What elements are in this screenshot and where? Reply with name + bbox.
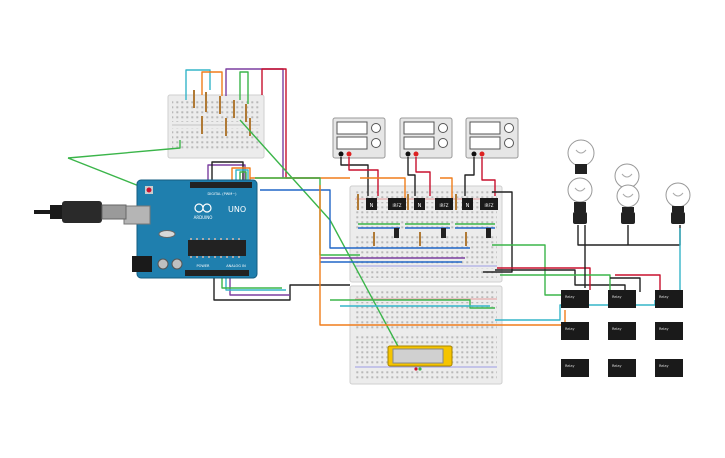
svg-text:Relay: Relay: [659, 295, 669, 299]
relay-9: Relay: [655, 359, 683, 377]
wire-black-bulbs: [577, 225, 681, 246]
wire-red-ps2: [415, 157, 431, 196]
svg-text:Relay: Relay: [612, 364, 622, 368]
wire-green-diagonal: [67, 140, 181, 159]
wire-black-bottom: [213, 275, 350, 301]
lcd-display[interactable]: [387, 345, 453, 371]
wire-red-relay: [497, 267, 591, 290]
wire-purple-top: [225, 68, 284, 178]
wire-black-ps2: [407, 157, 416, 196]
arduino-uno-board[interactable]: ARDUINO UNO DIGITAL (PWM~) POWER ANALOG …: [123, 179, 258, 279]
svg-text:Relay: Relay: [612, 327, 622, 331]
relay-3: Relay: [655, 290, 683, 308]
svg-text:IRFZ: IRFZ: [440, 203, 449, 208]
small-breadboard-resistors[interactable]: [193, 90, 251, 136]
light-bulb-4[interactable]: [616, 184, 640, 224]
wire-red-top: [261, 68, 320, 179]
relay-1: Relay: [561, 290, 589, 308]
wire-red-ps3: [481, 157, 496, 196]
relay-2: Relay: [608, 290, 636, 308]
svg-text:Relay: Relay: [565, 295, 575, 299]
arduino-brand-label: ARDUINO: [194, 215, 213, 220]
wire-orange-ps2: [440, 177, 453, 200]
wire-green-header: [239, 171, 247, 185]
svg-text:Relay: Relay: [612, 295, 622, 299]
wire-green-lower: [330, 299, 495, 309]
transistor-row[interactable]: N IRFZ N IRFZ N IRFZ: [366, 198, 498, 210]
diodes[interactable]: [394, 228, 491, 238]
svg-text:IRFZ: IRFZ: [485, 203, 494, 208]
wire-red-ps1: [348, 157, 379, 196]
wire-cyan-top: [185, 69, 211, 100]
arduino-power-label: POWER: [197, 264, 211, 268]
main-breadboard-resistors[interactable]: [357, 194, 467, 246]
svg-text:IRFZ: IRFZ: [393, 203, 402, 208]
wire-cyan-bottom: [225, 275, 286, 291]
svg-text:N: N: [370, 203, 374, 209]
svg-text:Relay: Relay: [659, 364, 669, 368]
light-bulb-1[interactable]: [567, 139, 595, 174]
relay-4: Relay: [561, 322, 589, 340]
wire-black-ps3: [464, 157, 475, 196]
wire-orange-top: [201, 71, 223, 96]
wire-black-header: [211, 161, 244, 185]
relay-5: Relay: [608, 322, 636, 340]
power-supply-1[interactable]: [332, 117, 386, 159]
wire-green-relay2: [500, 274, 611, 292]
arduino-digital-label: DIGITAL (PWM~): [207, 192, 237, 196]
arduino-logo-icon: [194, 203, 212, 213]
svg-text:Relay: Relay: [659, 327, 669, 331]
relay-6: Relay: [655, 322, 683, 340]
wire-red-relay4: [615, 274, 661, 290]
wire-cyan-header: [235, 169, 249, 185]
svg-text:Relay: Relay: [565, 364, 575, 368]
svg-text:Relay: Relay: [565, 327, 575, 331]
light-bulb-2[interactable]: [567, 177, 593, 224]
relay-7: Relay: [561, 359, 589, 377]
small-breadboard[interactable]: [167, 94, 265, 159]
wire-purple-header: [207, 164, 246, 185]
wire-purple-bottom: [229, 275, 290, 296]
wire-black-relay: [495, 269, 626, 290]
wires[interactable]: [67, 68, 681, 351]
svg-text:N: N: [466, 203, 470, 209]
svg-text:N: N: [418, 203, 422, 209]
usb-connector-icon[interactable]: [34, 201, 127, 223]
power-supply-2[interactable]: [399, 117, 453, 159]
power-supply-3[interactable]: [465, 117, 519, 159]
wire-blue-main: [260, 189, 470, 249]
wire-orange-lower: [319, 185, 566, 326]
wire-green-top: [239, 71, 249, 104]
wire-black-right: [483, 191, 513, 273]
relays[interactable]: Relay Relay Relay Relay Relay Relay Rela…: [561, 290, 683, 377]
light-bulb-5[interactable]: [665, 182, 691, 224]
wire-orange-ps1: [360, 177, 406, 200]
wire-black-ps1: [340, 157, 369, 196]
arduino-model-label: UNO: [228, 205, 246, 214]
wire-black-relay3: [610, 277, 641, 292]
relay-8: Relay: [608, 359, 636, 377]
wire-green-bottom: [221, 275, 282, 289]
arduino-analog-label: ANALOG IN: [226, 264, 246, 268]
wire-orange-header: [231, 167, 251, 185]
